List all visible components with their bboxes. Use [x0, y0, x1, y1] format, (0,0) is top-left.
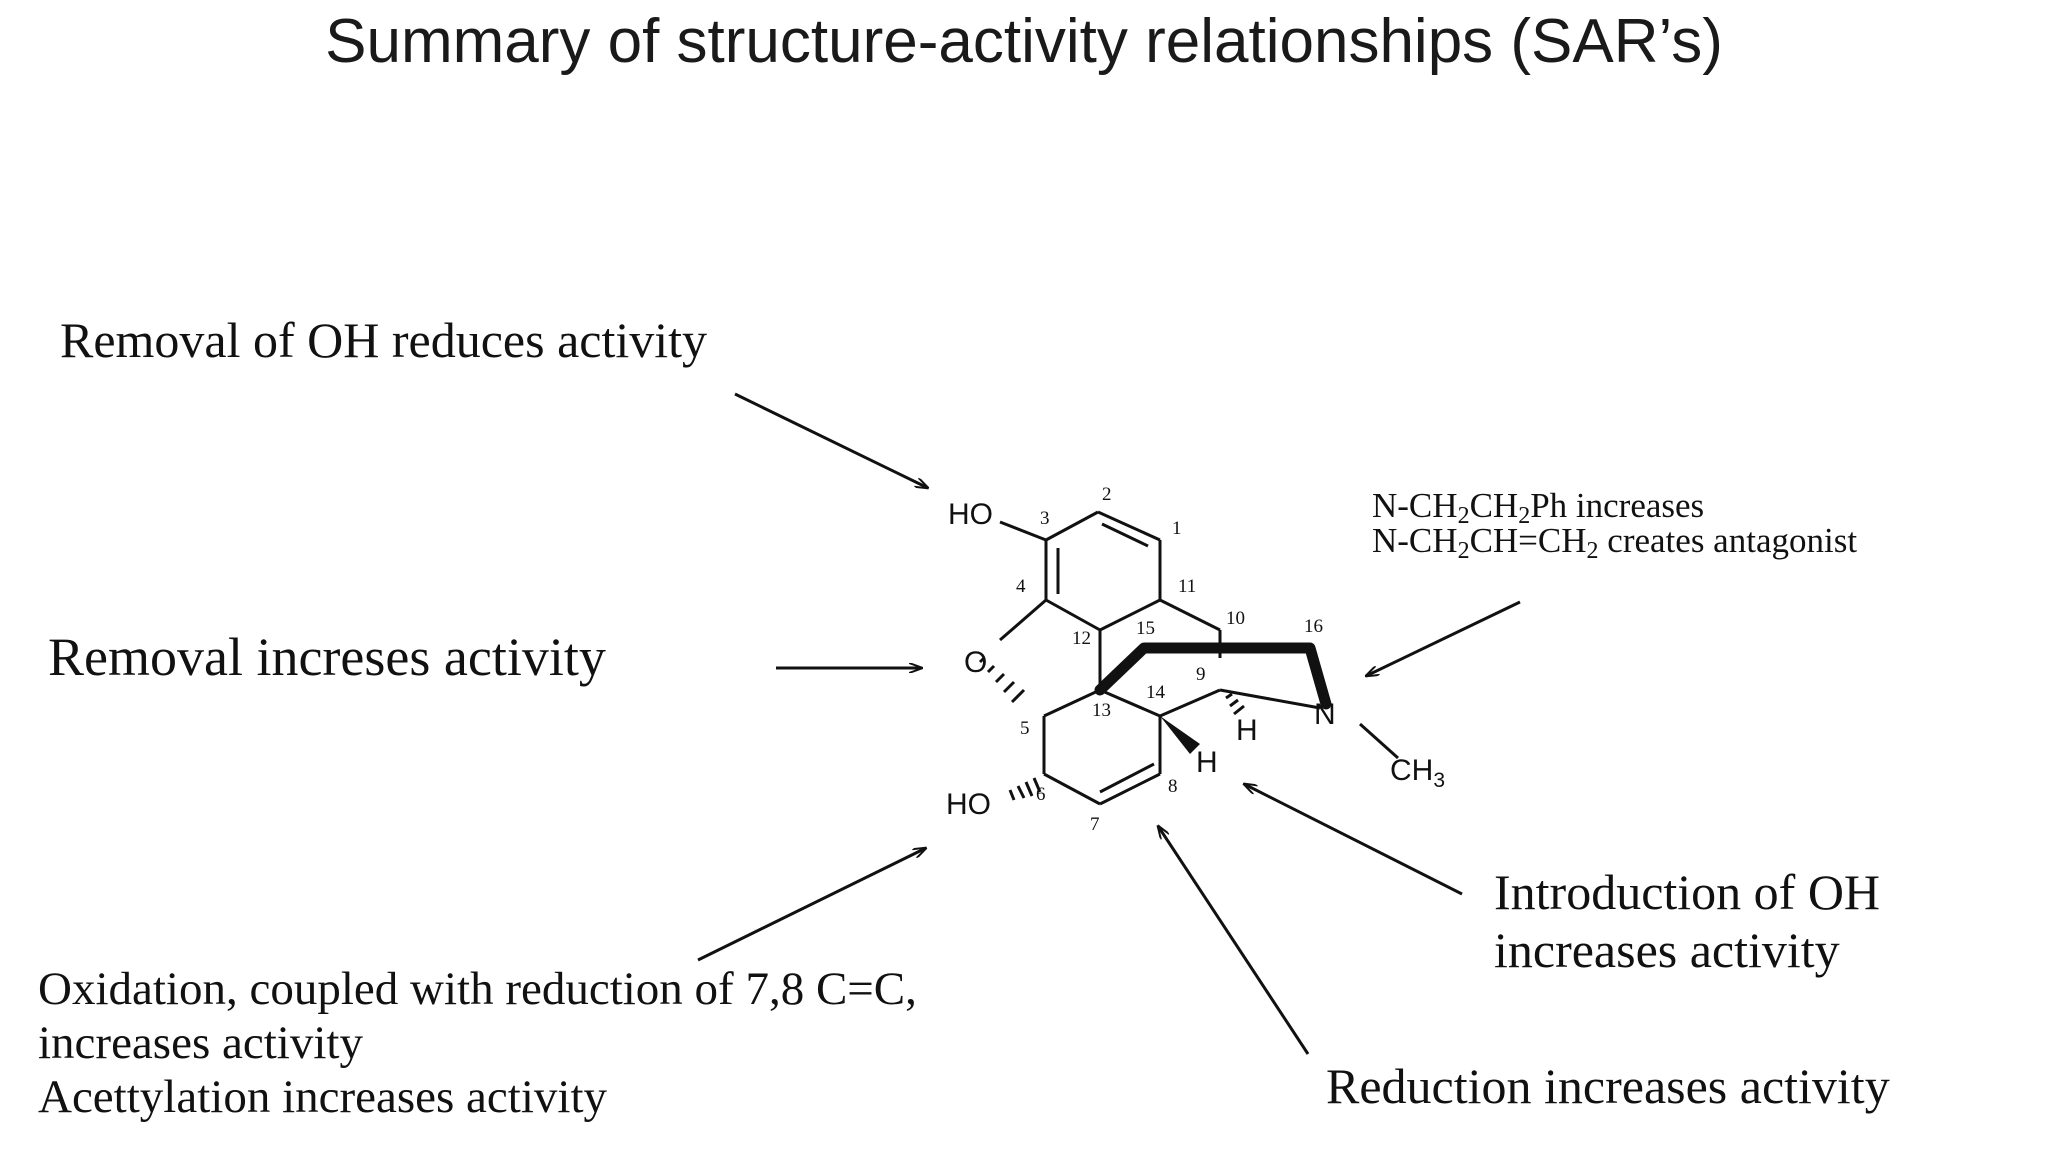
atom-n: N	[1314, 698, 1336, 731]
locant-3: 3	[1040, 508, 1050, 529]
atom-ho-top: HO	[948, 498, 993, 531]
arrow-introduction-oh	[1244, 784, 1463, 896]
atom-h14: H	[1196, 746, 1218, 779]
locant-13: 13	[1092, 700, 1111, 721]
oxidation-line-1: Oxidation, coupled with reduction of 7,8…	[38, 963, 917, 1015]
annotation-removal: Removal increses activity	[48, 627, 606, 687]
atom-h9: H	[1236, 714, 1258, 747]
atom-ch3: CH3	[1390, 754, 1445, 792]
oxidation-line-2: increases activity	[38, 1017, 363, 1070]
slide-title: Summary of structure-activity relationsh…	[325, 7, 1723, 76]
locant-1: 1	[1172, 518, 1182, 539]
wedge-bond-h14	[1160, 716, 1200, 754]
intro-oh-line-2: increases activity	[1494, 921, 1840, 978]
locant-4: 4	[1016, 576, 1026, 597]
molecule-skeleton	[999, 520, 1400, 806]
locant-7: 7	[1090, 814, 1100, 835]
bold-bridge-bonds	[1094, 642, 1332, 710]
locant-11: 11	[1178, 576, 1196, 597]
annotation-n-substituent: N-CH2CH2Ph increases N-CH2CH=CH2 creates…	[1372, 486, 1858, 564]
locant-14: 14	[1146, 682, 1166, 703]
annotation-removal-oh: Removal of OH reduces activity	[60, 312, 708, 368]
arrow-n-substituent	[1366, 600, 1521, 676]
locant-6: 6	[1036, 784, 1046, 805]
locant-2: 2	[1102, 484, 1112, 505]
arrow-reduction	[1158, 826, 1310, 1055]
locant-15: 15	[1136, 618, 1155, 639]
locant-8: 8	[1168, 776, 1178, 797]
arrow-oxidation	[697, 848, 926, 962]
locant-12: 12	[1072, 628, 1091, 649]
oxidation-line-3: Acettylation increases activity	[38, 1071, 608, 1124]
annotation-introduction-oh: Introduction of OH increases activity	[1494, 864, 1880, 979]
aromatic-ring	[1044, 510, 1162, 632]
locant-10: 10	[1226, 608, 1245, 629]
atom-o-ring: O	[964, 646, 987, 679]
arrow-removal-oh	[734, 392, 928, 488]
atom-ho-bottom: HO	[946, 788, 991, 821]
annotation-oxidation: Oxidation, coupled with reduction of 7,8…	[38, 962, 917, 1124]
n-substituent-line-1: N-CH2CH2Ph increases	[1372, 486, 1705, 529]
locant-9: 9	[1196, 664, 1206, 685]
intro-oh-line-1: Introduction of OH	[1494, 864, 1881, 920]
locant-16: 16	[1304, 616, 1323, 637]
locant-5: 5	[1020, 718, 1030, 739]
n-substituent-line-2: N-CH2CH=CH2 creates antagonist	[1372, 521, 1858, 564]
annotation-reduction: Reduction increases activity	[1326, 1058, 1890, 1114]
hashed-bonds	[978, 656, 1245, 801]
